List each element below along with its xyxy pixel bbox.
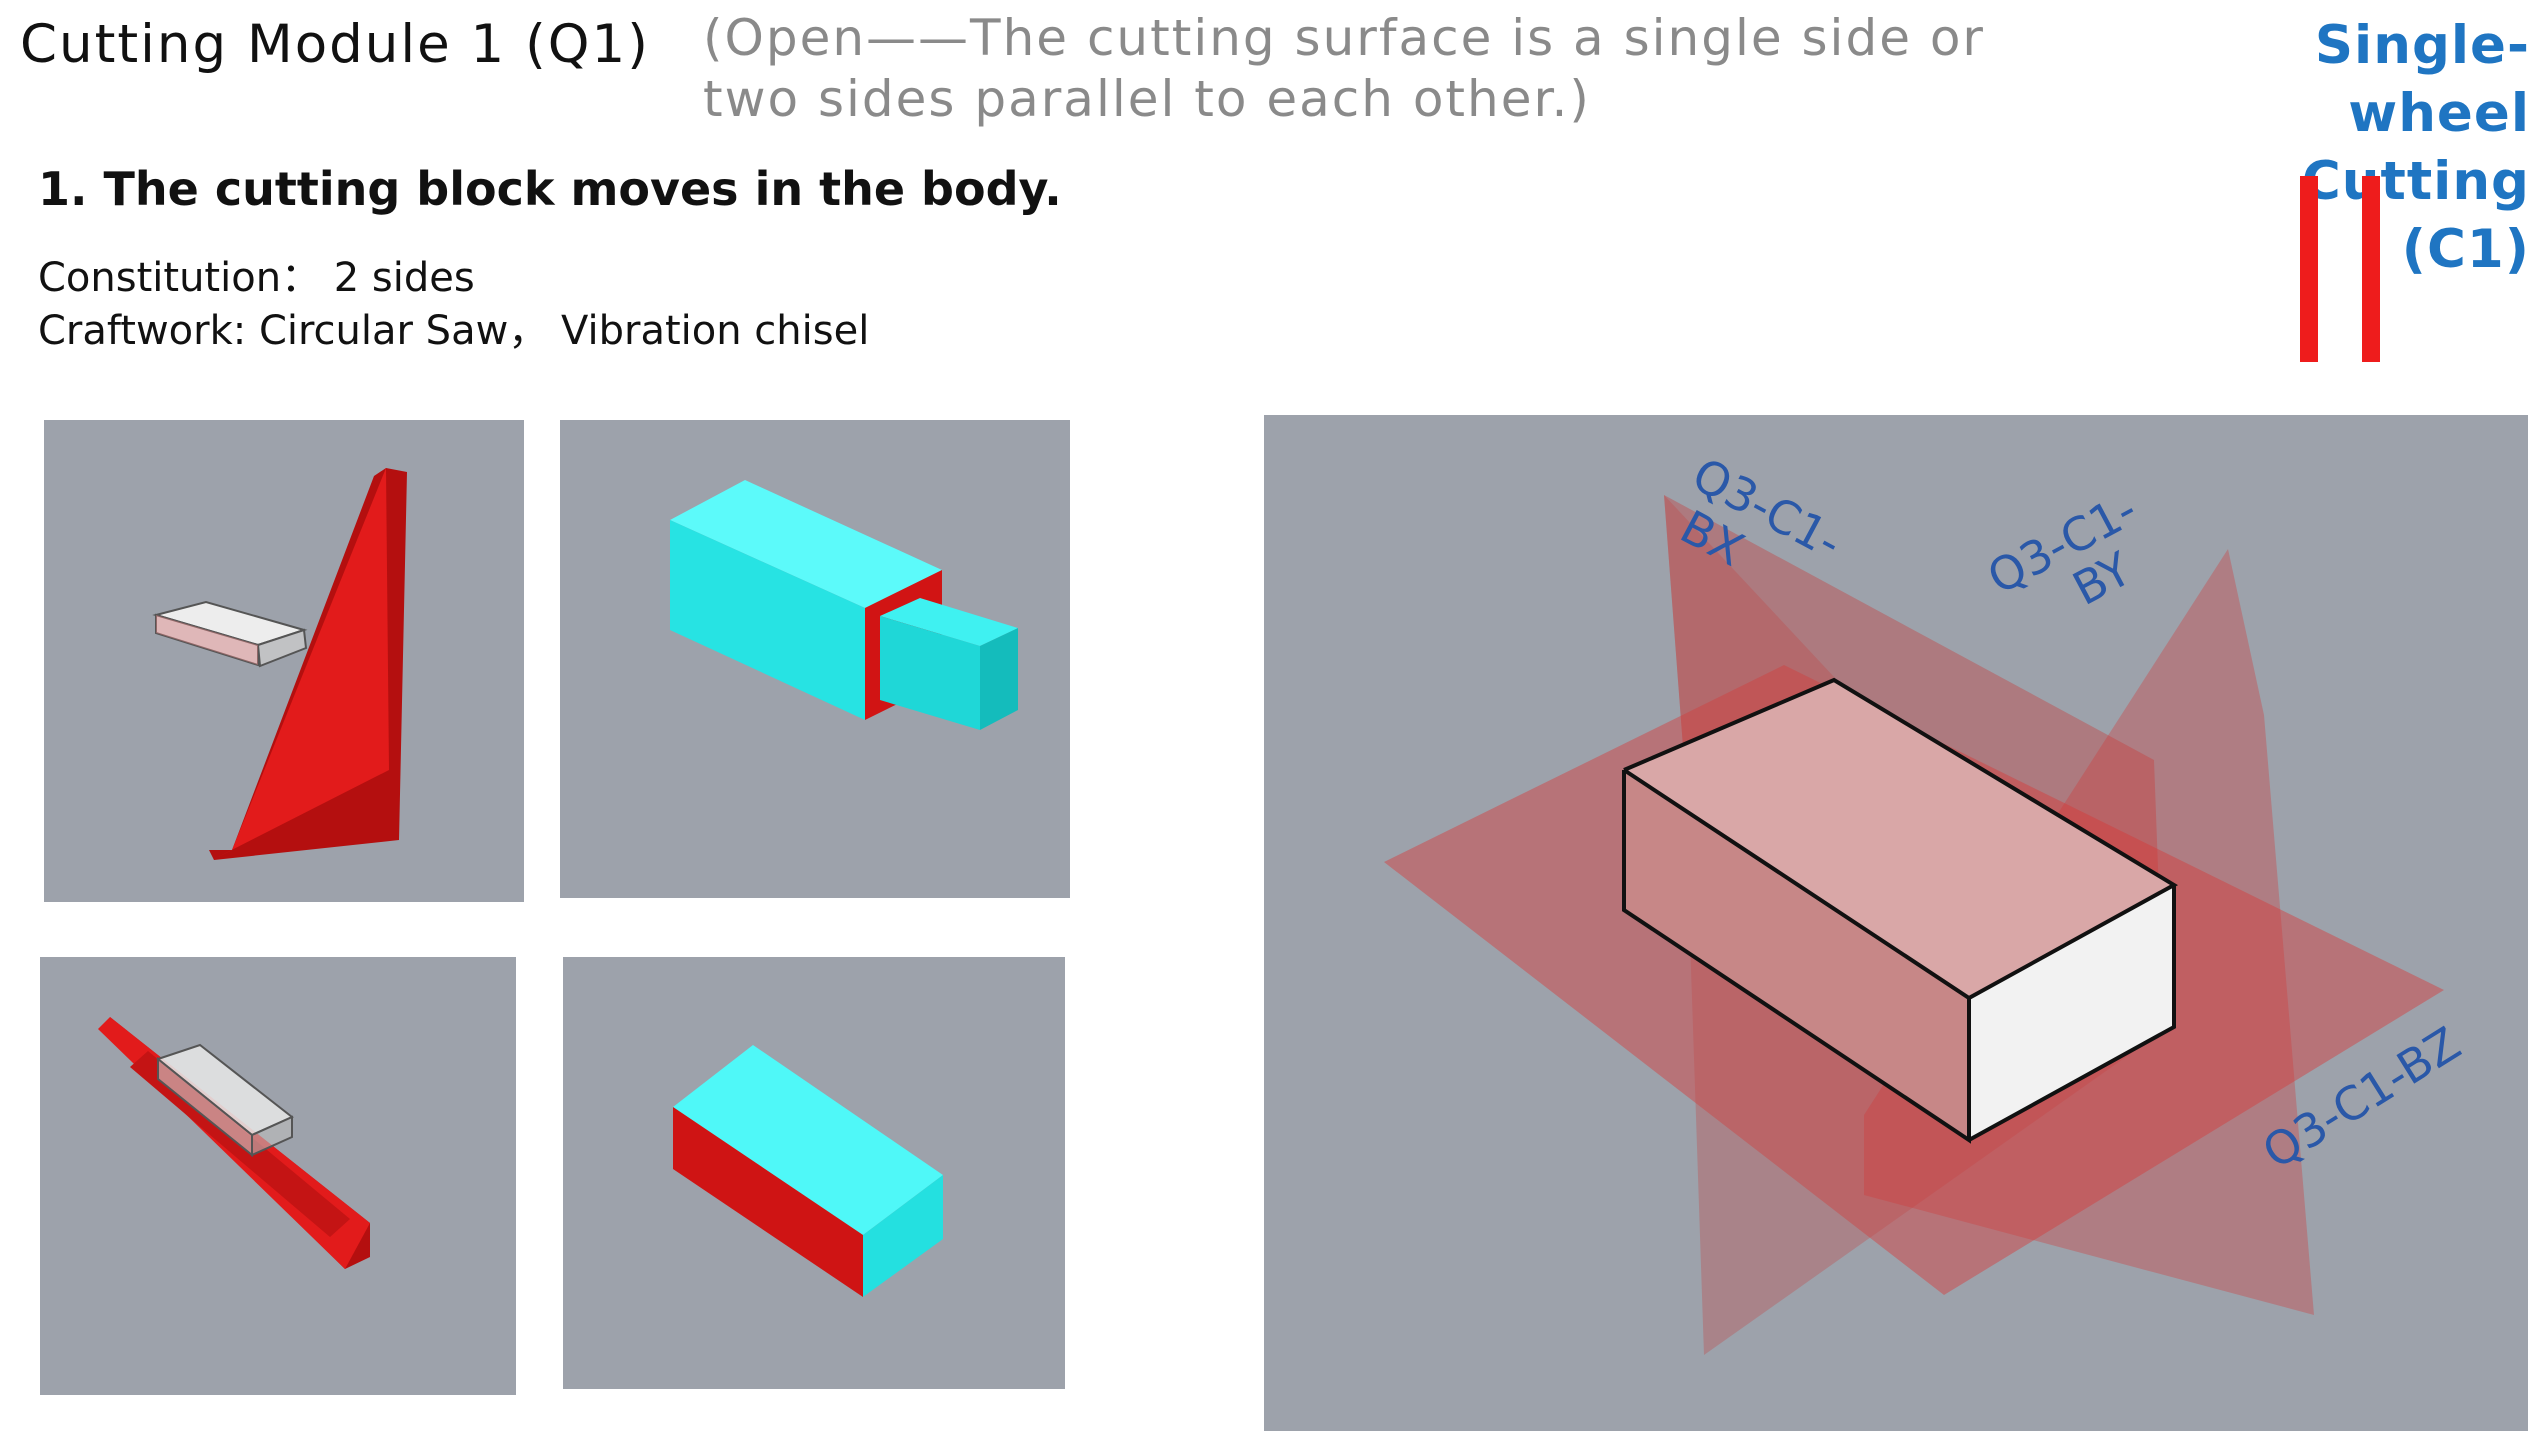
viewport-cutting-planes-overview: Q3-C1- BX Q3-C1- BY Q3-C1-BZ: [1264, 415, 2528, 1431]
block-side: [256, 628, 308, 668]
parallel-bar-left: [2300, 176, 2318, 362]
block-b-front: [880, 616, 980, 730]
parallel-cut-symbol: [2300, 176, 2380, 362]
block-top-tint: [1624, 680, 2174, 998]
block-front: [155, 613, 259, 667]
block-side: [1969, 885, 2174, 1140]
module-description: (Open——The cutting surface is a single s…: [703, 9, 1985, 128]
cutting-type-badge: Single-wheel Cutting (C1): [2170, 12, 2530, 284]
block-a-front: [670, 520, 865, 720]
block-top: [673, 1045, 943, 1235]
block-cut-face: [673, 1107, 863, 1297]
badge-line-1: Single-wheel: [2314, 15, 2530, 144]
block-side: [251, 1115, 293, 1157]
badge-line-2: Cutting (C1): [2301, 151, 2530, 280]
viewport-cut-block: [563, 957, 1065, 1389]
section-heading: 1. The cutting block moves in the body.: [38, 162, 1062, 216]
block-plane-overlap: [156, 615, 258, 665]
viewport-split-block: [560, 420, 1070, 898]
viewport-plate-behind-block: [40, 957, 516, 1395]
block-front: [1624, 770, 1969, 1140]
red-cutting-plane: [212, 468, 389, 860]
block-edge-front: [1622, 770, 1971, 1144]
viewport-plane-through-block: [44, 420, 524, 902]
block-side: [863, 1175, 943, 1297]
craftwork-text: Craftwork: Circular Saw， Vibration chise…: [38, 308, 870, 354]
block-front-tint: [1624, 770, 1969, 1140]
block-b-side: [980, 628, 1018, 730]
constitution-text: Constitution： 2 sides: [38, 255, 475, 301]
block-b-top: [880, 598, 1018, 646]
block-top: [1624, 680, 2174, 998]
parallel-bar-right: [2362, 176, 2380, 362]
block-edge-side: [1968, 885, 2176, 1142]
block-a-top: [670, 480, 942, 608]
module-title: Cutting Module 1 (Q1): [20, 14, 650, 75]
